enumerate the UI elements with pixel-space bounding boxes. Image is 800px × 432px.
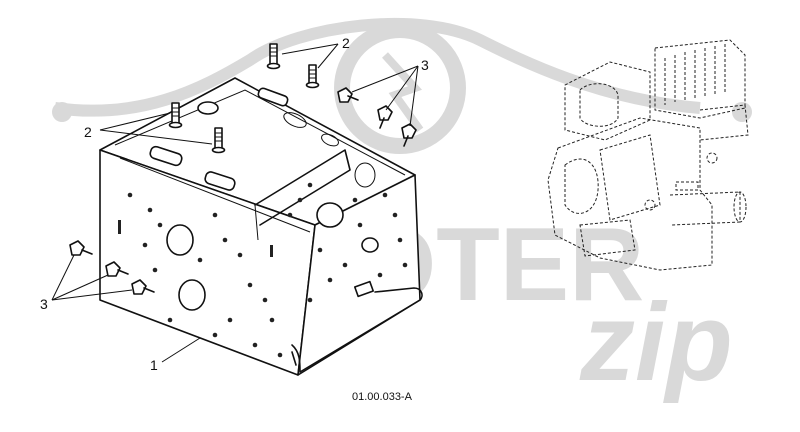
bolt-top-2	[377, 105, 393, 129]
callout-label-2-top: 2	[342, 35, 350, 51]
watermark-swoosh	[54, 17, 701, 117]
watermark-dot-right	[732, 102, 752, 122]
bolt-top-3	[401, 123, 417, 147]
bolt-left-2	[105, 261, 129, 277]
bolts-part-3	[69, 87, 417, 295]
studs-part-2	[168, 43, 320, 154]
watermark-dot-left	[52, 102, 72, 122]
right-plate-holes	[287, 182, 408, 303]
bolt-top-1	[337, 87, 359, 103]
bolt-left-1	[69, 240, 93, 256]
callout-label-1: 1	[150, 357, 158, 373]
stud-top-2	[305, 64, 320, 89]
left-plate-holes	[118, 192, 283, 358]
watermark-script: zip	[579, 281, 733, 404]
stud-top-1	[266, 43, 281, 70]
callout-label-2-left: 2	[84, 124, 92, 140]
callout-leaders	[51, 43, 419, 363]
engine-ghost	[547, 39, 749, 271]
callout-label-3-top: 3	[421, 57, 429, 73]
diagram-code: 01.00.033-A	[352, 391, 413, 403]
stud-left-2	[211, 127, 226, 154]
stud-left-1	[168, 102, 183, 129]
callout-labels: 2 3 2 3 1	[40, 35, 429, 373]
chassis-frame	[99, 77, 423, 376]
bolt-left-3	[131, 279, 155, 295]
watermark-emblem-ring	[334, 22, 466, 154]
callout-label-3-left: 3	[40, 296, 48, 312]
watermark-emblem-bolt	[382, 52, 424, 133]
